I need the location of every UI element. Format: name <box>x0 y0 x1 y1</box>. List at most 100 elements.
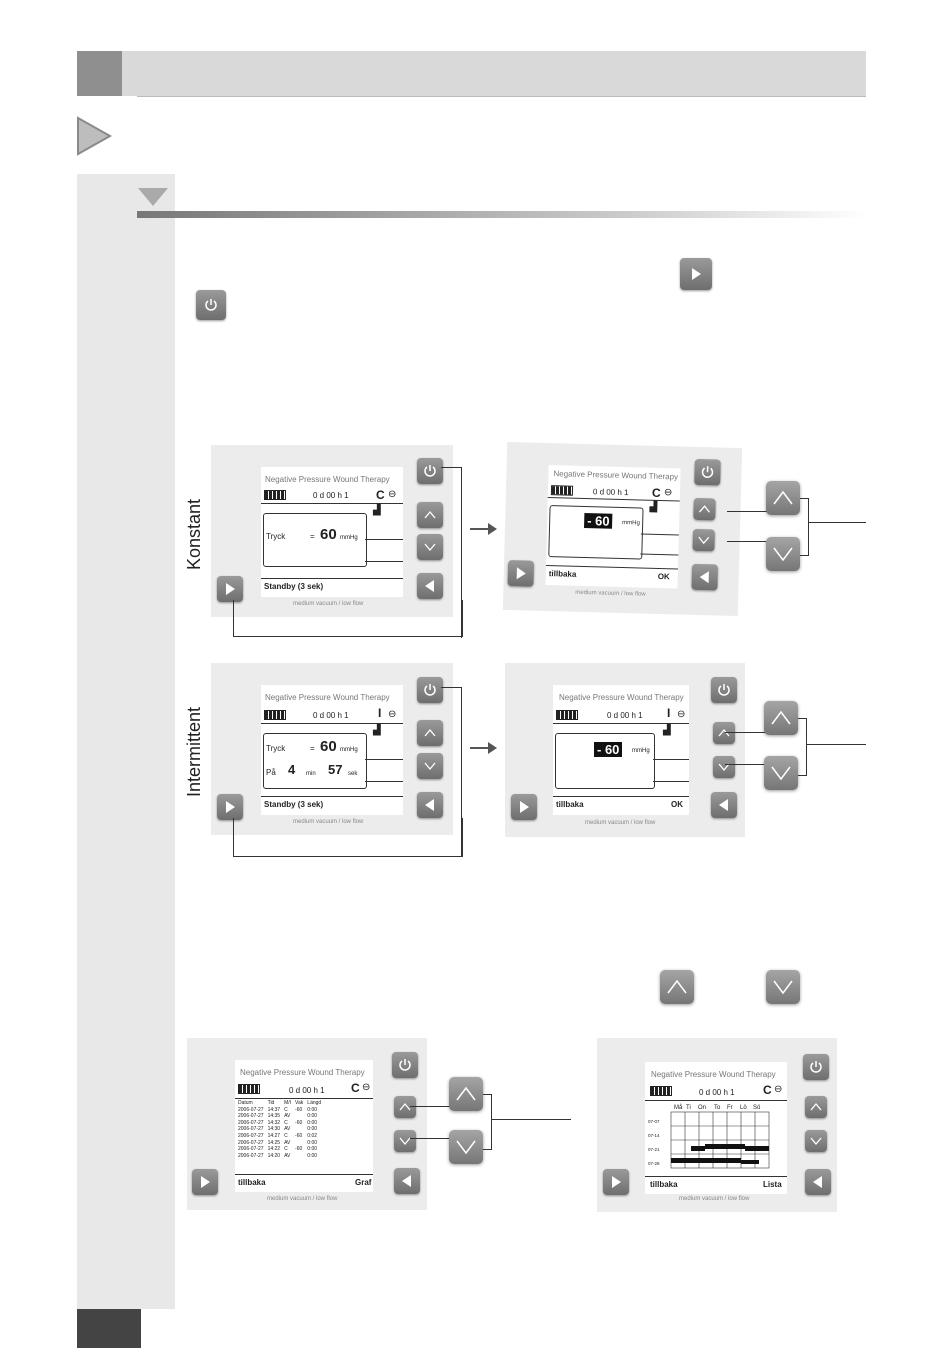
pressure-edit-value[interactable]: - 60 <box>594 742 623 757</box>
screen-footer: medium vacuum / low flow <box>293 819 364 825</box>
min-unit: min <box>306 771 316 777</box>
down-button[interactable] <box>713 756 735 778</box>
standby-label: Standby (3 sek) <box>264 582 324 591</box>
footer-tab <box>77 1309 141 1348</box>
up-button[interactable] <box>417 502 443 528</box>
arrow-right-icon <box>470 742 497 754</box>
subsection-triangle-icon <box>138 188 168 206</box>
pressure-value: 60 <box>320 738 337 755</box>
power-button[interactable] <box>803 1054 829 1080</box>
cycle-icon: ⊖ <box>388 709 397 720</box>
screen-footer: medium vacuum / low flow <box>293 601 364 607</box>
day-label: Sö <box>753 1105 761 1111</box>
back-button[interactable] <box>394 1168 420 1194</box>
cycle-icon: ⊖ <box>362 1082 371 1093</box>
pressure-value: 60 <box>320 526 337 543</box>
play-button[interactable] <box>217 576 243 602</box>
play-button[interactable] <box>192 1169 218 1195</box>
down-button[interactable] <box>692 528 716 552</box>
status-readout: 0 d 00 h 1 <box>289 1086 325 1095</box>
mode-label-intermittent: Intermittent <box>184 706 204 797</box>
device-screen: Negative Pressure Wound Therapy 0 d 00 h… <box>261 685 403 815</box>
cycle-icon: ⊖ <box>663 487 673 499</box>
up-callout-button <box>766 481 800 515</box>
down-callout-button <box>764 756 798 790</box>
down-button[interactable] <box>417 534 443 560</box>
up-button[interactable] <box>713 722 735 744</box>
up-button[interactable] <box>693 497 716 521</box>
pressure-unit: mmHg <box>622 519 640 527</box>
down-button[interactable] <box>805 1130 827 1152</box>
status-readout: 0 d 00 h 1 <box>592 487 629 498</box>
play-button[interactable] <box>217 794 243 820</box>
subsection-rule <box>137 211 866 218</box>
list-label: Lista <box>763 1180 782 1189</box>
pressure-unit: mmHg <box>340 535 358 541</box>
play-button[interactable] <box>603 1169 629 1195</box>
back-button[interactable] <box>691 563 719 591</box>
status-readout: 0 d 00 h 1 <box>699 1088 735 1097</box>
graph-grid <box>670 1111 770 1169</box>
day-label: On <box>698 1105 706 1111</box>
constant-mode-icon: C <box>651 485 661 500</box>
constant-mode-icon: C <box>376 488 385 502</box>
power-button[interactable] <box>694 458 721 486</box>
down-inline-icon <box>766 970 800 1004</box>
history-graph: Må Ti On To Fr Lö Sö 07-07 07-14 07-21 0… <box>648 1104 770 1169</box>
pressure-edit-value[interactable]: - 60 <box>584 512 613 529</box>
up-button[interactable] <box>394 1096 416 1118</box>
screen-title: Negative Pressure Wound Therapy <box>240 1068 365 1077</box>
back-button[interactable] <box>805 1169 831 1195</box>
ok-label: OK <box>671 800 683 809</box>
back-button[interactable] <box>417 573 443 599</box>
down-callout-button <box>766 537 800 571</box>
play-button[interactable] <box>507 560 535 587</box>
pressure-box: - 60 mmHg <box>548 505 644 560</box>
ok-label: OK <box>657 571 670 582</box>
back-label: tillbaka <box>548 569 577 579</box>
down-button[interactable] <box>394 1130 416 1152</box>
on-seconds: 57 <box>328 762 343 777</box>
device-panel-history-graph: Negative Pressure Wound Therapy 0 d 00 h… <box>597 1038 837 1212</box>
constant-mode-icon: C <box>351 1081 360 1095</box>
back-label: tillbaka <box>650 1180 678 1189</box>
screen-title: Negative Pressure Wound Therapy <box>651 1070 776 1079</box>
play-button[interactable] <box>511 794 537 820</box>
up-button[interactable] <box>805 1096 827 1118</box>
down-callout-button <box>449 1130 483 1164</box>
week-label: 07-14 <box>648 1133 660 1138</box>
battery-icon <box>264 490 286 500</box>
screen-title: Negative Pressure Wound Therapy <box>553 469 679 482</box>
device-panel-intermittent: Negative Pressure Wound Therapy 0 d 00 h… <box>211 663 453 835</box>
pressure-box: - 60 mmHg <box>555 733 655 789</box>
up-button[interactable] <box>417 720 443 746</box>
week-label: 07-21 <box>648 1147 660 1152</box>
header-tab <box>77 51 122 96</box>
power-button[interactable] <box>711 677 737 703</box>
device-panel-constant-edit: Negative Pressure Wound Therapy 0 d 00 h… <box>502 441 743 617</box>
power-button[interactable] <box>417 677 443 703</box>
power-button[interactable] <box>417 458 443 484</box>
back-button[interactable] <box>711 792 737 818</box>
side-band <box>77 174 175 1309</box>
screen-title: Negative Pressure Wound Therapy <box>559 693 684 702</box>
cycle-icon: ⊖ <box>774 1084 783 1095</box>
pressure-box: Tryck = 60 mmHg På 4 min 57 sek <box>263 733 367 789</box>
day-label: Ti <box>686 1105 691 1111</box>
screen-footer: medium vacuum / low flow <box>679 1196 750 1202</box>
lock-icon: ▟ <box>373 725 381 736</box>
up-inline-icon <box>660 970 694 1004</box>
screen-title: Negative Pressure Wound Therapy <box>265 693 390 702</box>
power-button[interactable] <box>392 1052 418 1078</box>
down-button[interactable] <box>417 753 443 779</box>
back-button[interactable] <box>417 792 443 818</box>
